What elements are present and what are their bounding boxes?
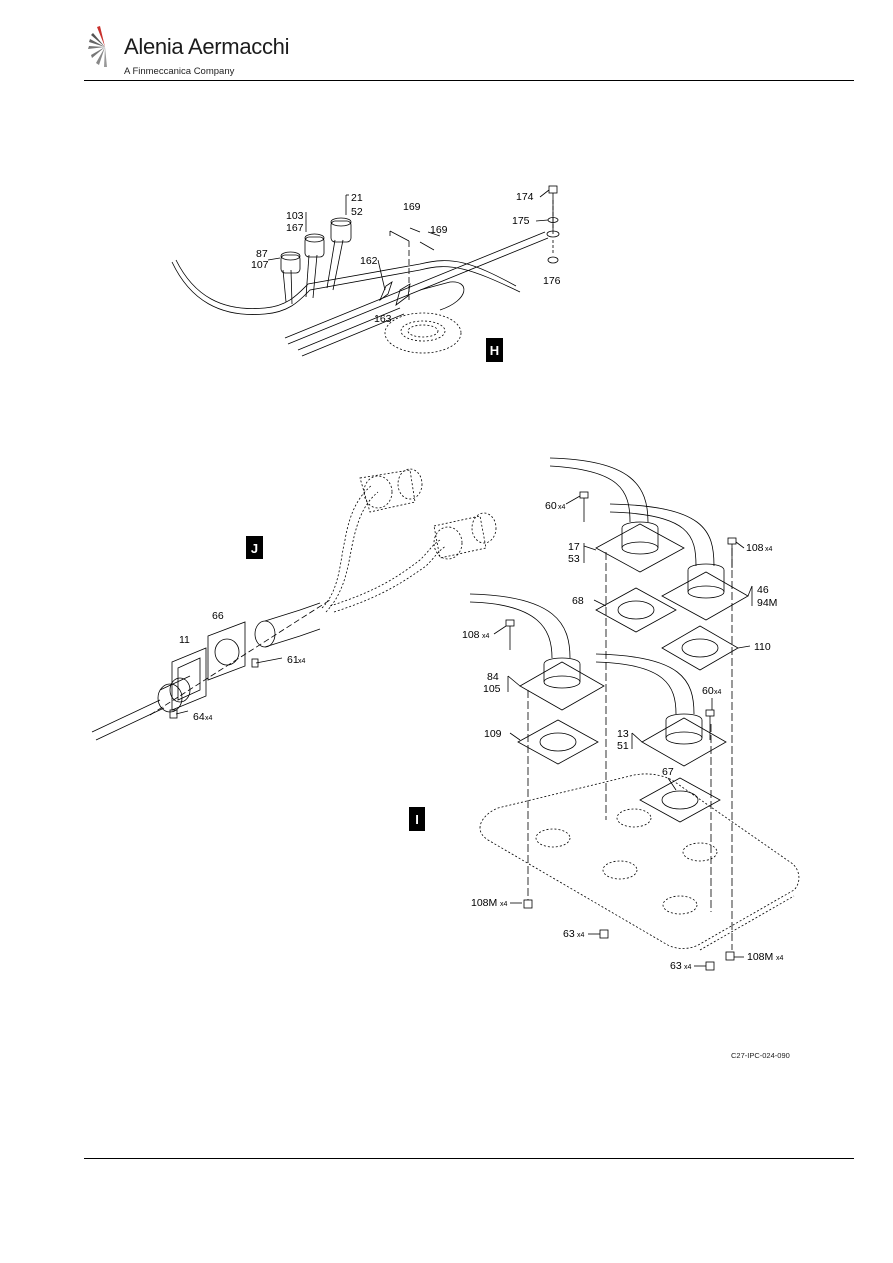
callout-51: 51 [617,740,629,752]
qty-108-b: x4 [482,633,490,640]
callout-108-b: 108 [462,629,480,641]
callout-175: 175 [512,215,530,227]
callout-60-a: 60 [545,500,557,512]
footer-rule [84,1158,854,1159]
page-header: Alenia Aermacchi A Finmeccanica Company [84,20,854,82]
callout-176: 176 [543,275,561,287]
view-i-assembly [469,457,800,971]
callout-63-b: 63 [670,960,682,972]
view-i-tag [409,807,425,831]
callout-61: 61 [287,654,299,666]
qty-64: x4 [205,715,213,722]
brand-subtitle: A Finmeccanica Company [124,66,235,77]
callout-13: 13 [617,728,629,740]
callout-103: 103 [286,210,304,222]
view-j-label: J [251,541,258,556]
callout-167: 167 [286,222,304,234]
callout-169-b: 169 [430,224,448,236]
qty-61: x4 [298,658,306,665]
qty-108m-a: x4 [500,901,508,908]
callout-105: 105 [483,683,501,695]
callout-52: 52 [351,206,363,218]
callout-68: 68 [572,595,584,607]
callout-67: 67 [662,766,674,778]
callout-174: 174 [516,191,534,203]
callout-84: 84 [487,671,499,683]
callout-46: 46 [757,584,769,596]
callout-87: 87 [256,248,268,260]
qty-63-a: x4 [577,932,585,939]
callout-107: 107 [251,259,269,271]
callout-60-b: 60 [702,685,714,697]
qty-108-a: x4 [765,546,773,553]
callout-163: 163 [374,313,392,325]
callout-17: 17 [568,541,580,553]
callout-108m-a: 108M [471,897,497,909]
qty-63-b: x4 [684,964,692,971]
callout-169-a: 169 [403,201,421,213]
alenia-logo-icon [88,26,107,67]
callout-64: 64 [193,711,205,723]
qty-60-b: x4 [714,689,722,696]
view-h-assembly [171,185,560,357]
callout-66: 66 [212,610,224,622]
figure-code: C27-IPC-024-090 [731,1051,790,1060]
callout-108m-b: 108M [747,951,773,963]
callout-162: 162 [360,255,378,267]
header-rule [84,80,854,81]
view-h-tag [486,338,503,362]
callout-94m: 94M [757,597,777,609]
view-j-tag [246,536,263,559]
callout-21: 21 [351,192,363,204]
qty-60-a: x4 [558,504,566,511]
view-i-label: I [415,812,419,827]
brand-name: Alenia Aermacchi [124,34,290,59]
callout-11: 11 [179,634,190,646]
callout-110: 110 [754,641,771,653]
callout-108-a: 108 [746,542,764,554]
view-j-assembly [91,468,497,741]
view-h-label: H [490,343,499,358]
qty-108m-b: x4 [776,955,784,962]
callout-109: 109 [484,728,502,740]
callout-53: 53 [568,553,580,565]
callout-63-a: 63 [563,928,575,940]
